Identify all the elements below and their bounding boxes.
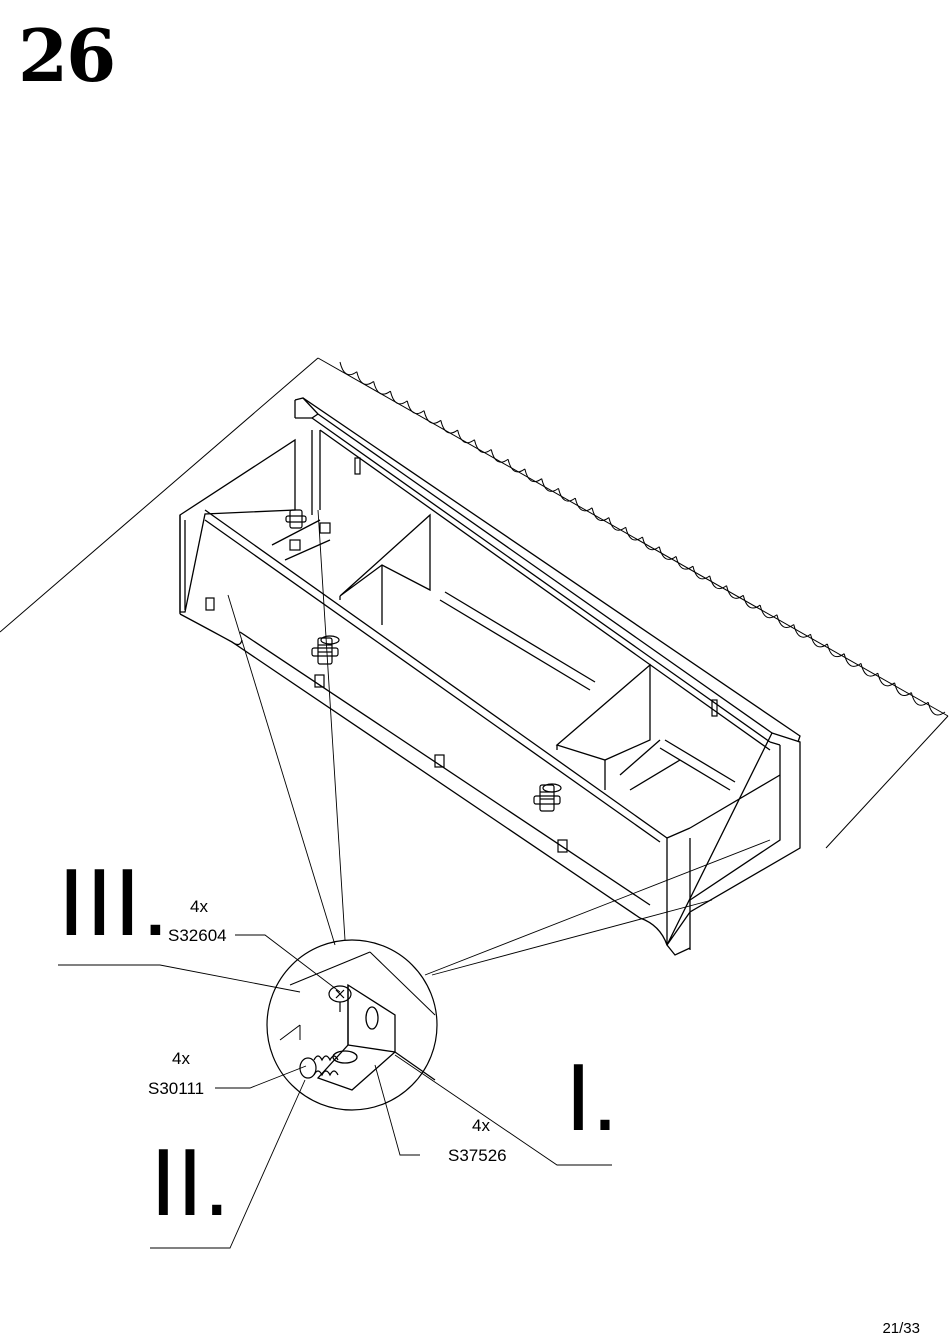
wall-hatch-mark (811, 634, 828, 647)
page-number: 21/33 (882, 1320, 920, 1337)
wall-hatch-mark (727, 586, 744, 599)
wall-hatch-mark (777, 615, 794, 628)
sub-step-two: II. (150, 1135, 230, 1231)
part-quantity-s30111: 4x (172, 1050, 190, 1067)
wall-hatch-mark (693, 566, 710, 579)
wall-hatch-mark (911, 693, 928, 706)
wall-hatch-mark (827, 644, 844, 657)
wall-hatch-mark (474, 440, 491, 453)
wall-hatch-mark (458, 430, 475, 443)
wall-hatch-mark (424, 411, 441, 424)
mounting-bracket-icon (206, 458, 717, 852)
part-leaders (58, 935, 612, 1248)
leader-lines (228, 510, 770, 975)
wall-hatch-mark (878, 673, 895, 686)
part-code-s32604: S32604 (168, 927, 227, 944)
wall-hatch-mark (676, 556, 693, 569)
part-code-s37526: S37526 (448, 1147, 507, 1164)
detail-magnifier (267, 940, 437, 1110)
wall-hatch-mark (659, 547, 676, 560)
wall-hatch-mark (895, 683, 912, 696)
adjustable-foot-icon (312, 636, 339, 664)
wall-hatch-mark (794, 625, 811, 638)
screw-icon (300, 1056, 338, 1078)
wall-hatch-mark (928, 702, 945, 715)
wall-hatch-mark (710, 576, 727, 589)
wall-hatch-icon (340, 362, 945, 715)
wall-hatch-mark (491, 450, 508, 463)
wall-hatch-mark (844, 654, 861, 667)
sub-step-three: III. (57, 855, 169, 951)
cabinet-body (180, 398, 800, 955)
part-quantity-s32604: 4x (190, 898, 208, 915)
adjustable-foot-icon (534, 784, 561, 811)
wall-hatch-mark (861, 663, 878, 676)
floor-outline (0, 358, 948, 848)
wall-hatch-mark (357, 372, 374, 385)
wall-hatch-mark (508, 459, 525, 472)
wall-hatch-mark (374, 381, 391, 394)
wall-hatch-mark (390, 391, 407, 404)
wall-hatch-mark (760, 605, 777, 618)
wall-hatch-mark (407, 401, 424, 414)
wall-hatch-mark (340, 362, 357, 375)
wall-hatch-mark (643, 537, 660, 550)
wall-hatch-mark (743, 595, 760, 608)
wall-hatch-mark (525, 469, 542, 482)
part-quantity-s37526: 4x (472, 1117, 490, 1134)
adjustable-foot-icon (286, 510, 306, 528)
sub-step-one: I. (565, 1050, 618, 1146)
part-code-s30111: S30111 (148, 1080, 204, 1097)
wall-hatch-mark (441, 420, 458, 433)
